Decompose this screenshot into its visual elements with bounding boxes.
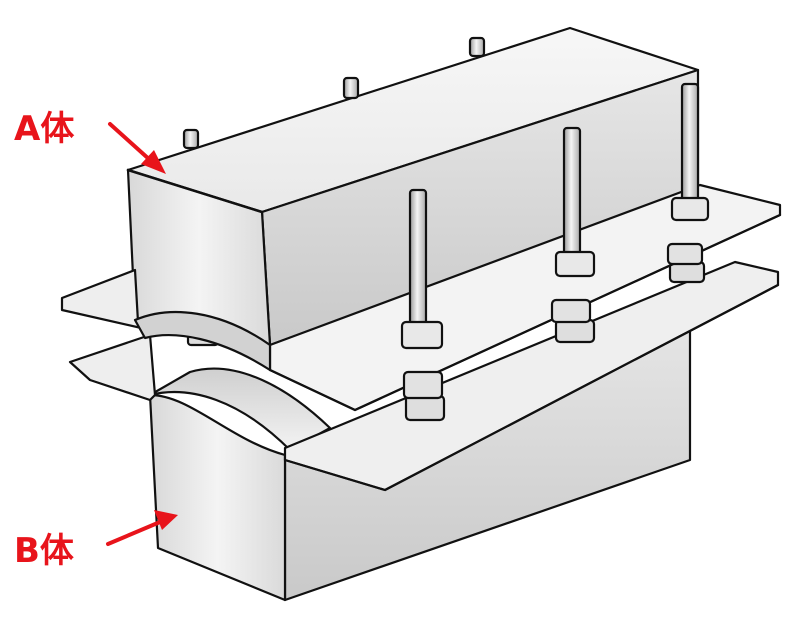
bolt-back-1 — [182, 128, 200, 150]
bolt-front-2 — [554, 126, 596, 278]
b-body — [148, 313, 692, 602]
bolt-back-3 — [468, 36, 486, 58]
a-flange-lower-nuts — [402, 242, 704, 400]
b-flange-plate — [68, 333, 157, 402]
arrow-a-icon — [108, 122, 166, 174]
bolt-front-3-nut — [670, 196, 710, 222]
bolt-front-3 — [670, 82, 710, 222]
bolt-front-2-nut — [554, 250, 596, 278]
label-b: B体 — [14, 510, 178, 571]
bolt-front-1-nut — [400, 320, 444, 350]
bolt-front-1 — [400, 188, 444, 350]
bolt-back-2 — [342, 76, 360, 100]
b-body-saddle — [148, 367, 332, 452]
label-b-text: B体 — [14, 531, 74, 571]
a-body-saddle — [133, 311, 272, 372]
arrow-b-icon — [106, 510, 178, 546]
label-a-text: A体 — [14, 109, 74, 149]
label-a: A体 — [14, 109, 166, 174]
a-body — [126, 26, 700, 347]
